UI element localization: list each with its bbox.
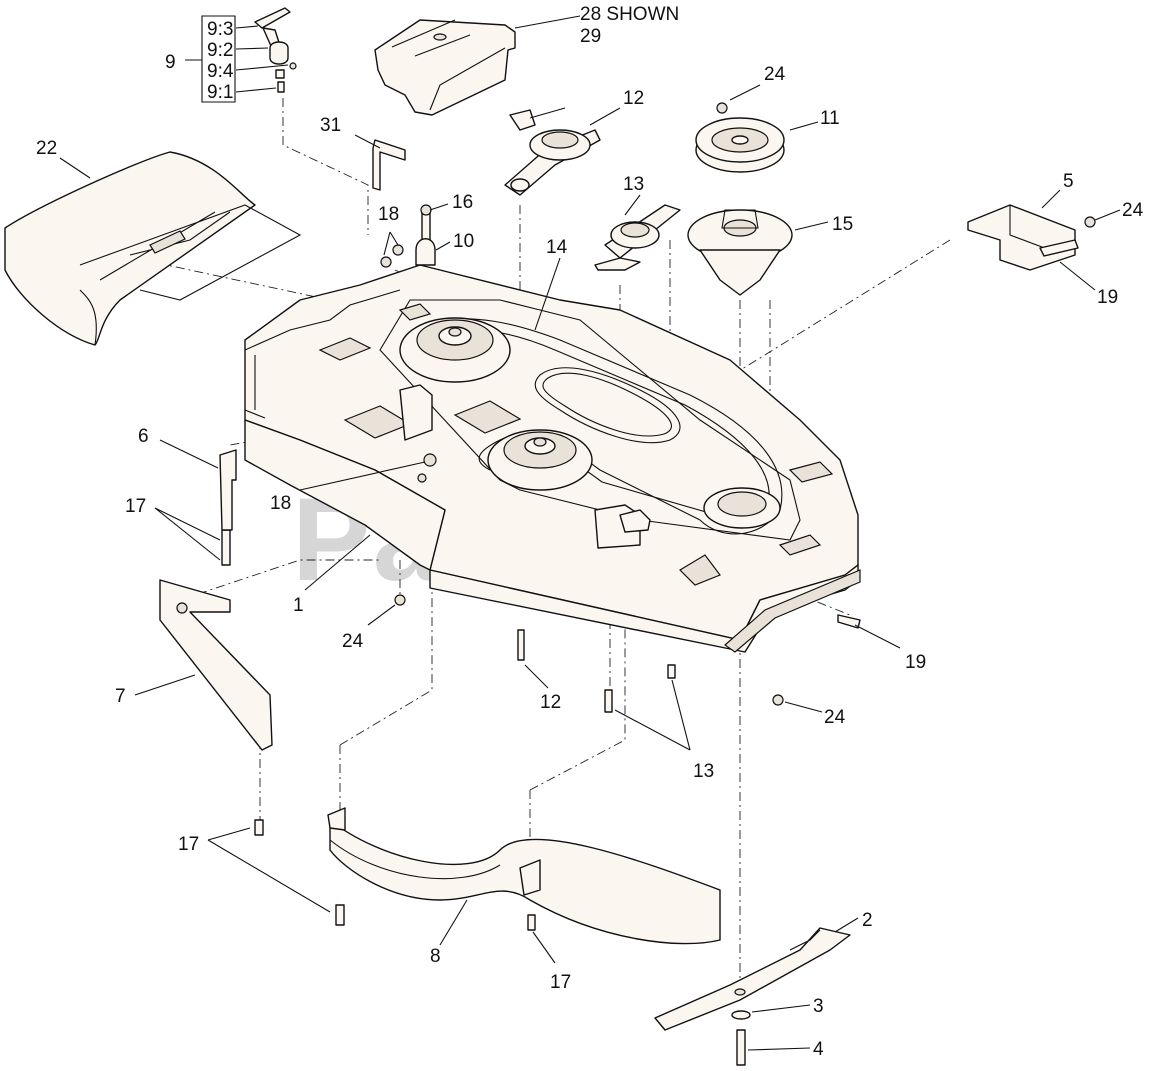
- callout-15: 15: [832, 214, 853, 235]
- callout-12-bottom: 12: [540, 692, 561, 713]
- callout-24-lower: 24: [824, 707, 846, 728]
- callout-9-bracket: [201, 15, 236, 103]
- callout-16: 16: [452, 192, 473, 213]
- idler-pulley-12: [504, 107, 601, 196]
- callout-17-bottom: 17: [550, 972, 571, 993]
- center-spindle-pulley: [487, 429, 593, 491]
- callout-24-mid: 24: [342, 631, 364, 652]
- bolts-hardware: [221, 102, 861, 1066]
- spindle-housing-15: [687, 209, 793, 296]
- callout-17-bottom-left: 17: [178, 834, 199, 855]
- belt-cover: [374, 19, 516, 116]
- callout-19-right: 19: [1097, 287, 1118, 308]
- callout-31: 31: [320, 115, 341, 136]
- callout-18-mid: 18: [270, 493, 291, 514]
- callout-28-shown: 28 SHOWN: [580, 4, 679, 25]
- bracket-6: [219, 449, 237, 531]
- left-spindle-pulley: [399, 317, 511, 383]
- spindle-pulley-11: [695, 117, 785, 173]
- height-adjust-assembly: [254, 7, 297, 93]
- callout-11: 11: [820, 108, 840, 129]
- discharge-chute: [4, 151, 302, 346]
- leader-lines: [59, 15, 1121, 1051]
- callout-22: 22: [36, 138, 57, 159]
- callout-24-right: 24: [1122, 200, 1144, 221]
- callout-8: 8: [430, 946, 441, 967]
- callout-9-1: 9:1: [207, 82, 233, 103]
- callout-1: 1: [293, 595, 304, 616]
- callout-24-top: 24: [764, 64, 786, 85]
- callout-9-4: 9:4: [207, 61, 234, 82]
- callout-18-top: 18: [378, 204, 399, 225]
- callout-2: 2: [862, 910, 873, 931]
- blade-2: [654, 927, 851, 1031]
- rear-baffle-8: [327, 807, 721, 945]
- callout-7: 7: [115, 686, 126, 707]
- callout-13-bottom: 13: [693, 761, 714, 782]
- callout-17-left: 17: [125, 496, 146, 517]
- callout-4: 4: [813, 1039, 824, 1060]
- callout-3: 3: [813, 996, 824, 1017]
- callout-9-2: 9:2: [207, 40, 233, 61]
- callout-6: 6: [138, 426, 149, 447]
- right-spindle-pulley: [703, 487, 781, 529]
- callout-9: 9: [165, 52, 176, 73]
- deck-baffle-brackets: [399, 384, 651, 549]
- idler-pulley-13: [594, 204, 681, 271]
- callout-29: 29: [580, 26, 601, 47]
- callout-10: 10: [453, 231, 474, 252]
- callout-5: 5: [1063, 171, 1074, 192]
- callout-19-lower: 19: [905, 652, 926, 673]
- callout-13-top: 13: [623, 174, 644, 195]
- callout-9-3: 9:3: [207, 19, 233, 40]
- callout-14: 14: [546, 237, 568, 258]
- roller-bracket-5: [967, 204, 1096, 271]
- baffle-7: [159, 579, 273, 751]
- callout-12-top: 12: [623, 88, 644, 109]
- callout-labels: 9 9:3 9:2 9:4 9:1 28 SHOWN 29 22 31 12 2…: [36, 4, 1144, 1060]
